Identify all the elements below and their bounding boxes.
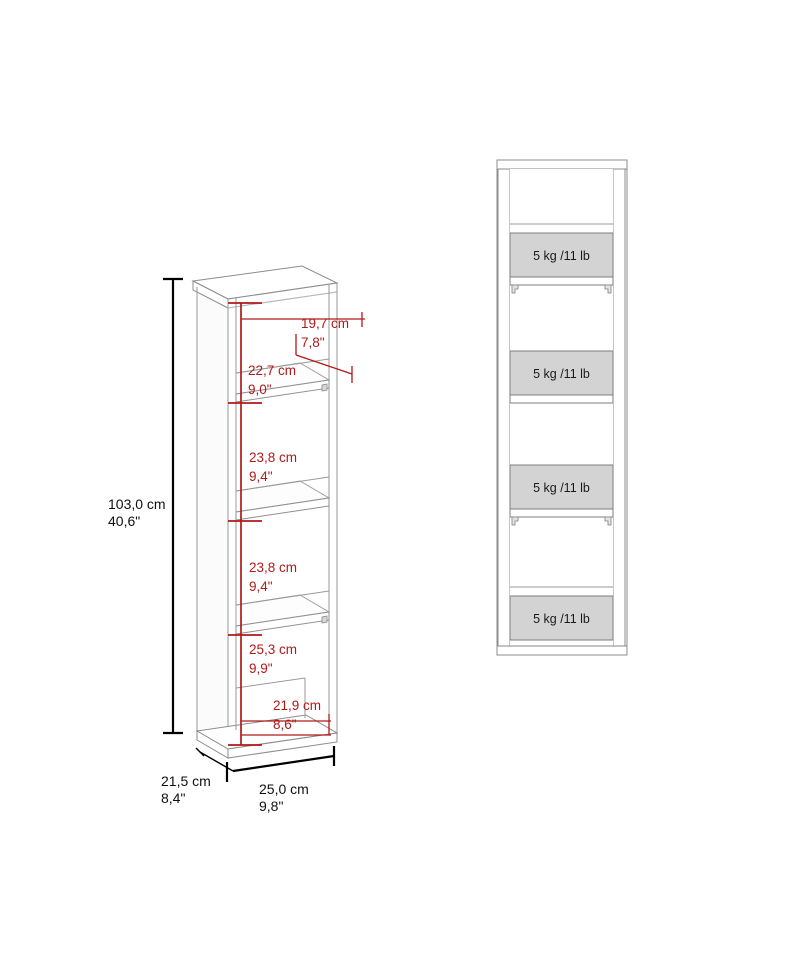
comp4-inch: 9,9" bbox=[249, 661, 273, 676]
shelf-3 bbox=[235, 590, 331, 635]
shelf-pin-right-1b bbox=[604, 284, 612, 294]
elevation-shelf-2 bbox=[509, 394, 614, 404]
comp3-inch: 9,4" bbox=[249, 579, 273, 594]
dim-compartment-2: 23,8 cm 9,4" bbox=[249, 450, 297, 484]
bottom-compartment-back-top bbox=[235, 677, 306, 689]
overall-height-dimension: 103,0 cm 40,6" bbox=[108, 277, 183, 735]
depth-cm: 21,5 cm bbox=[161, 773, 211, 789]
load-label-1: 5 kg /11 lb bbox=[533, 249, 590, 263]
load-band-2 bbox=[509, 350, 614, 396]
comp3-cm: 23,8 cm bbox=[249, 560, 297, 575]
shelf-pin-left-3 bbox=[511, 516, 519, 526]
elevation-right-panel bbox=[612, 168, 626, 651]
width-dimension: 25,0 cm 9,8" bbox=[232, 746, 336, 814]
top-opening-inch: 7,8" bbox=[301, 335, 325, 350]
shelf-pin-right-3 bbox=[321, 615, 328, 624]
load-label-2: 5 kg /11 lb bbox=[533, 367, 590, 381]
shelf-2 bbox=[235, 476, 331, 521]
bottom-opening-inch: 8,6" bbox=[273, 717, 297, 732]
dim-top-opening: 19,7 cm 7,8" bbox=[241, 312, 365, 383]
depth-inch: 8,4" bbox=[161, 790, 185, 806]
load-label-3: 5 kg /11 lb bbox=[533, 481, 590, 495]
overall-height-inch: 40,6" bbox=[108, 513, 140, 529]
elevation-outer-outline bbox=[496, 159, 628, 656]
dim-compartment-4: 25,3 cm 9,9" bbox=[249, 642, 297, 676]
cabinet-left-side-panel bbox=[196, 286, 229, 749]
bottom-opening-cm: 21,9 cm bbox=[273, 698, 321, 713]
comp4-cm: 25,3 cm bbox=[249, 642, 297, 657]
load-band-1 bbox=[509, 232, 614, 278]
load-label-4: 5 kg /11 lb bbox=[533, 612, 590, 626]
elevation-bottom-cap bbox=[496, 645, 628, 656]
comp1-inch: 9,0" bbox=[248, 382, 272, 397]
load-band-4 bbox=[509, 595, 614, 641]
dim-bottom-opening: 21,9 cm 8,6" bbox=[241, 698, 331, 736]
shelf-pin-right-1 bbox=[321, 383, 328, 392]
elevation-top-cap bbox=[496, 159, 628, 170]
elevation-left-panel bbox=[497, 168, 511, 651]
width-cm: 25,0 cm bbox=[259, 781, 309, 797]
dim-compartment-1: 22,7 cm 9,0" bbox=[248, 363, 296, 397]
overall-height-cm: 103,0 cm bbox=[108, 496, 166, 512]
load-band-3 bbox=[509, 464, 614, 510]
dim-compartment-3: 23,8 cm 9,4" bbox=[249, 560, 297, 594]
width-inch: 9,8" bbox=[259, 798, 283, 814]
elevation-shelf-3 bbox=[509, 508, 614, 518]
shelf-pin-left-1 bbox=[511, 284, 519, 294]
comp2-inch: 9,4" bbox=[249, 469, 273, 484]
cabinet-bottom-front-edge bbox=[227, 732, 338, 759]
depth-dimension: 21,5 cm 8,4" bbox=[161, 747, 234, 806]
comp2-cm: 23,8 cm bbox=[249, 450, 297, 465]
right-front-elevation-view: 5 kg /11 lb 5 kg /11 lb 5 kg /11 lb 5 kg… bbox=[496, 159, 628, 656]
shelf-1 bbox=[235, 358, 331, 403]
elevation-shelf-1 bbox=[509, 276, 614, 286]
comp1-cm: 22,7 cm bbox=[248, 363, 296, 378]
left-isometric-view: 103,0 cm 40,6" 21,5 cm 8,4" 25,0 cm 9,8" bbox=[108, 265, 365, 814]
top-opening-cm: 19,7 cm bbox=[301, 316, 349, 331]
shelf-pin-right-3b bbox=[604, 516, 612, 526]
